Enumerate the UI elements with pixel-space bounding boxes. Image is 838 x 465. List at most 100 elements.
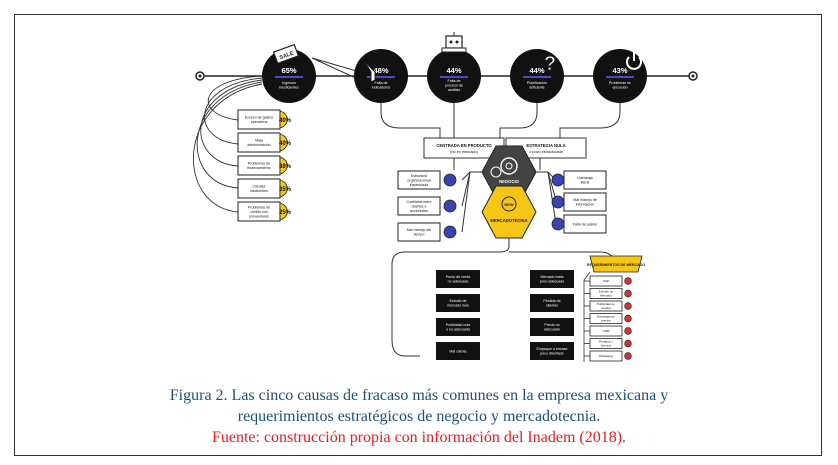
requirement-icon — [624, 277, 632, 285]
requirement-box — [589, 313, 623, 324]
factor-item-box — [397, 196, 441, 216]
svg-text:?: ? — [544, 53, 556, 75]
center-box-product-subtitle: (no en mercado) — [450, 150, 479, 154]
requirement-item: Packaging — [584, 350, 632, 362]
factor-item-label: Falta de pasión — [573, 222, 598, 226]
cause-percent: 43% — [612, 66, 627, 75]
cause-item-tab — [279, 156, 288, 175]
marketing-item-box — [436, 294, 480, 312]
requirement-label: Producto /Servicio — [599, 340, 613, 348]
requirement-icon — [624, 352, 632, 360]
svg-text:SALE: SALE — [279, 50, 295, 61]
factor-marker — [551, 173, 565, 187]
requerimientos-panel: REQUERIMIENTOS DE MERCADO — [583, 255, 645, 362]
marketing-item-box — [436, 342, 480, 360]
robot-icon — [441, 32, 467, 53]
hexagon-business-label: NEGOCIO — [499, 179, 520, 184]
marketing-item-box — [530, 294, 574, 312]
marketing-item-box — [436, 270, 480, 288]
requirement-label: SQP — [603, 279, 609, 283]
sale-tag-icon: SALE — [272, 43, 300, 65]
requirement-icon — [624, 327, 632, 335]
requirement-label: Packaging — [599, 354, 613, 358]
cause-percent: 44% — [446, 66, 461, 75]
marketing-item-box — [530, 318, 574, 336]
requirement-label: CRM — [603, 329, 610, 333]
cause-item-value: 38% — [279, 164, 292, 170]
left-curves — [192, 75, 263, 213]
figure-frame — [14, 14, 822, 456]
requirement-icon — [624, 339, 632, 348]
gear-icon-small — [490, 166, 502, 178]
center-connectors — [380, 96, 621, 170]
cause-item-tab — [279, 179, 288, 198]
requerimientos-title: REQUERIMIENTOS DE MERCADO — [587, 263, 645, 267]
cause-item-tab — [279, 202, 288, 221]
cause-percent: 44% — [529, 66, 544, 75]
requirement-box — [589, 300, 623, 312]
factor-item-box — [397, 222, 441, 242]
requirement-box — [589, 338, 623, 349]
funnel-icon — [364, 61, 376, 83]
hexagon-marketing-label: MERCADOTECNIA — [490, 218, 527, 223]
marketing-item: Mal cliente — [436, 342, 480, 360]
requirement-box — [589, 350, 623, 362]
requirement-item: CRM — [584, 325, 632, 337]
requirement-box — [589, 288, 623, 299]
factor-marker — [551, 217, 565, 231]
cause-item-value: 35% — [279, 187, 292, 193]
marketing-item-box — [436, 318, 480, 336]
factor-marker — [443, 173, 457, 187]
requirement-icon — [624, 289, 632, 298]
factor-item-box — [397, 170, 441, 190]
caption-source: Fuente: construcción propia con informac… — [211, 429, 627, 446]
cause-bar — [275, 76, 303, 78]
cause-item-value: 25% — [279, 210, 292, 216]
power-icon — [626, 50, 642, 70]
marketing-item-box — [530, 342, 574, 360]
marketing-bracket — [391, 238, 510, 357]
caption-line-1: Figura 2. Las cinco causas de fracaso má… — [169, 387, 669, 404]
hexagon-marketing: NEW MERCADOTECNIA — [481, 185, 537, 239]
center-box-product: CENTRADA EN PRODUCTO (no en mercado) — [423, 137, 505, 159]
svg-text:NEW: NEW — [504, 202, 514, 207]
axis-end-right-dot — [691, 74, 695, 78]
cause-item-value: 40% — [279, 118, 292, 124]
